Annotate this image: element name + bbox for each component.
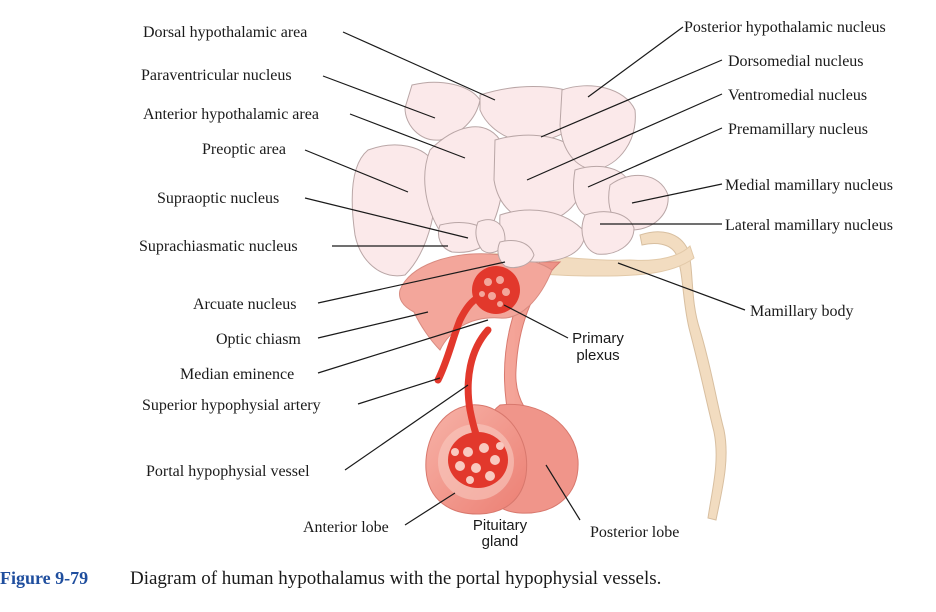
nucleus-suprachiasmatic	[475, 219, 506, 254]
label-gland: gland	[482, 533, 519, 550]
optic-tract	[639, 231, 727, 521]
label-median-eminence: Median eminence	[180, 366, 294, 383]
label-portal-hypophysial-vessel: Portal hypophysial vessel	[146, 463, 310, 480]
label-plexus: plexus	[576, 347, 619, 364]
primary-plexus	[472, 266, 520, 314]
nuclei	[351, 81, 669, 277]
label-lateral-mamillary-nucleus: Lateral mamillary nucleus	[725, 217, 893, 234]
label-posterior-hypothalamic-nucleus: Posterior hypothalamic nucleus	[684, 19, 886, 36]
label-dorsal-hypothalamic-area: Dorsal hypothalamic area	[143, 24, 307, 41]
label-medial-mamillary-nucleus: Medial mamillary nucleus	[725, 177, 893, 194]
nucleus-paraventricular	[404, 81, 481, 141]
label-arcuate-nucleus: Arcuate nucleus	[193, 296, 297, 313]
label-suprachiasmatic-nucleus: Suprachiasmatic nucleus	[139, 238, 298, 255]
label-ventromedial-nucleus: Ventromedial nucleus	[728, 87, 867, 104]
secondary-plexus	[448, 432, 508, 488]
label-anterior-lobe: Anterior lobe	[303, 519, 389, 536]
nucleus-preoptic	[351, 144, 437, 277]
label-premamillary-nucleus: Premamillary nucleus	[728, 121, 868, 138]
label-preoptic-area: Preoptic area	[202, 141, 286, 158]
nucleus-arcuate	[497, 240, 535, 269]
label-dorsomedial-nucleus: Dorsomedial nucleus	[728, 53, 864, 70]
nucleus-posterior	[559, 85, 636, 171]
nucleus-lateral-mamillary	[581, 211, 635, 255]
label-paraventricular-nucleus: Paraventricular nucleus	[141, 67, 292, 84]
leader-lines	[304, 26, 746, 526]
label-anterior-hypothalamic-area: Anterior hypothalamic area	[143, 106, 319, 123]
label-pituitary: Pituitary	[473, 517, 528, 534]
portal-vessel	[464, 326, 492, 438]
label-optic-chiasm: Optic chiasm	[216, 331, 301, 348]
figure-number: Figure 9-79	[0, 568, 88, 588]
label-supraoptic-nucleus: Supraoptic nucleus	[157, 190, 279, 207]
label-superior-hypophysial-artery: Superior hypophysial artery	[142, 397, 321, 414]
figure-caption: Diagram of human hypothalamus with the p…	[130, 568, 661, 589]
label-mamillary-body: Mamillary body	[750, 303, 854, 320]
label-posterior-lobe: Posterior lobe	[590, 524, 679, 541]
label-primary: Primary	[572, 330, 624, 347]
